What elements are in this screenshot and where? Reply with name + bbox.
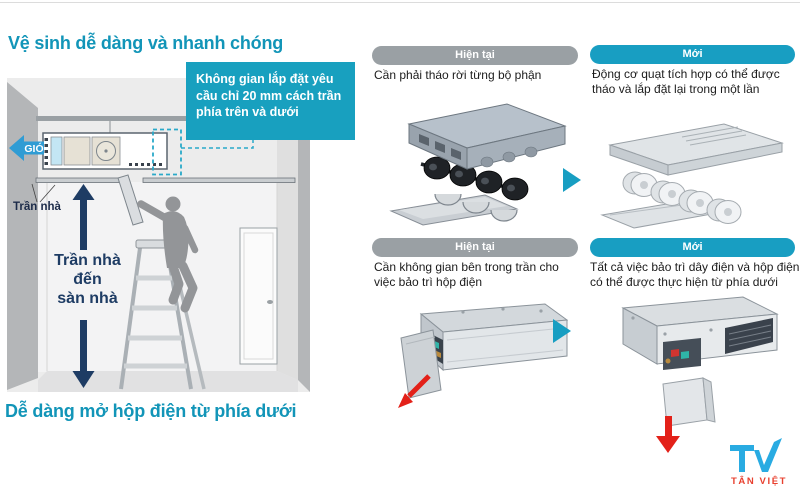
badge-new-1: Mới (590, 45, 795, 64)
ceiling-label: Trần nhà (13, 201, 61, 213)
ceiling-panel-left (35, 177, 120, 183)
height-label-line1: Trần nhà (54, 252, 121, 269)
badge-new-2: Mới (590, 238, 795, 257)
badge-current-2: Hiện tại (372, 238, 578, 257)
wind-label: GIÓ (24, 142, 43, 155)
top-divider (0, 2, 800, 3)
height-label: Trần nhà đến sàn nhà (35, 252, 140, 309)
floor (38, 371, 298, 392)
technician-silhouette (137, 196, 199, 313)
upper-slab (36, 116, 298, 121)
height-label-line2: đến (73, 270, 102, 288)
brand-logo: TÂN VIỆT (720, 438, 798, 487)
arrow-right-icon (563, 168, 581, 192)
caption-new-1: Động cơ quạt tích hợp có thể được tháo v… (592, 67, 780, 97)
height-arrows (72, 184, 95, 388)
caption-new-2: Tất cả việc bảo trì dây điện và hộp điện… (590, 260, 800, 290)
height-label-line3: sàn nhà (57, 289, 118, 307)
ceiling-panel-right (142, 177, 296, 183)
caption-current-2: Cần không gian bên trong trần cho việc b… (374, 260, 559, 290)
right-wall (277, 104, 298, 380)
exploded-unit-figure (389, 103, 567, 226)
ceiling-unit-drawing (42, 132, 168, 170)
removed-ceiling-panel (117, 174, 144, 226)
left-wall-edge (7, 82, 38, 390)
assembled-unit-figure (600, 123, 784, 229)
red-arrow-down-left (398, 393, 413, 408)
red-arrow-down (656, 436, 680, 453)
callout-leader-line (181, 140, 254, 149)
clearance-highlight (152, 128, 182, 176)
caption-current-1: Cần phải tháo rời từng bộ phận (374, 68, 542, 82)
right-wall-edge (298, 92, 310, 392)
badge-current-1: Hiện tại (372, 46, 578, 65)
bottom-access-figure (621, 296, 779, 453)
bottom-title: Dễ dàng mở hộp điện từ phía dưới (5, 401, 297, 421)
logo-tv-mark (730, 438, 782, 472)
clearance-callout: Không gian lắp đặt yêu cầu chỉ 20 mm các… (186, 62, 355, 140)
side-access-figure (398, 303, 568, 408)
door (239, 227, 278, 365)
logo-name: TÂN VIỆT (730, 476, 788, 487)
arrow-right-icon (553, 319, 571, 343)
airflow-arrow: GIÓ (9, 135, 44, 161)
page-title: Vệ sinh dễ dàng và nhanh chóng (8, 33, 284, 53)
